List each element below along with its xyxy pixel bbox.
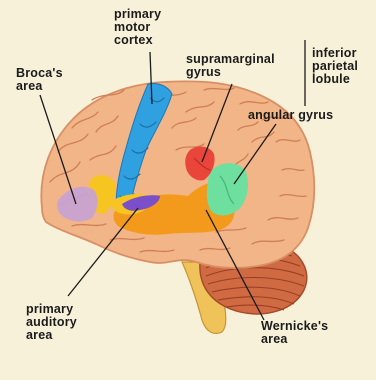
label-brocas-area: Broca's area [16,67,63,93]
label-supramarginal-gyrus: supramarginal gyrus [186,53,275,79]
label-angular-gyrus: angular gyrus [248,109,333,122]
label-inferior-parietal-lobule: inferior parietal lobule [312,47,358,86]
label-wernickes-area: Wernicke's area [261,320,328,346]
label-primary-motor-cortex: primary motor cortex [114,8,161,47]
label-primary-auditory-area: primary auditory area [26,303,77,342]
